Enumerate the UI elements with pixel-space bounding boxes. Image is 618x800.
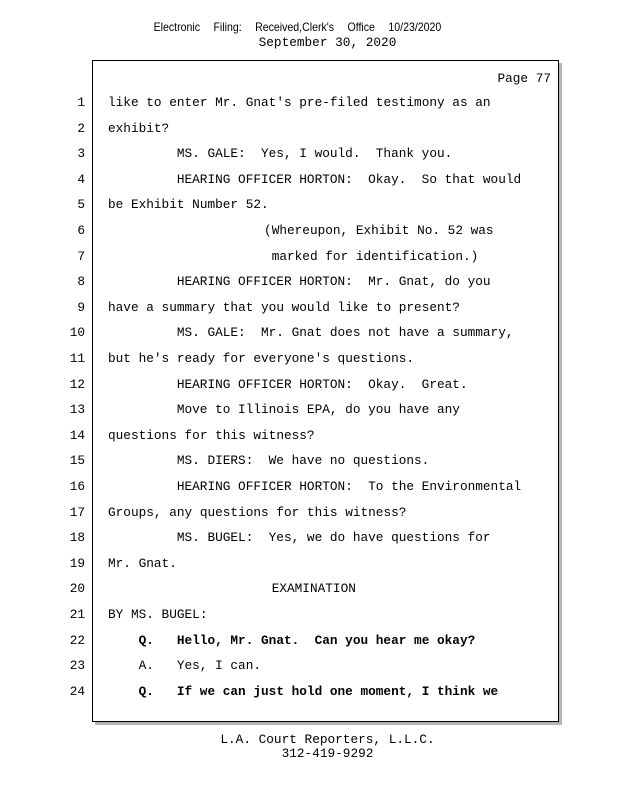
transcript-line: MS. GALE: Mr. Gnat does not have a summa…: [176, 325, 514, 341]
line-number: 14: [69, 427, 85, 443]
transcript-line: Mr. Gnat.: [108, 555, 177, 571]
line-number: 23: [69, 658, 85, 674]
transcript-line: BY MS. BUGEL:: [108, 607, 208, 622]
line-number: 5: [77, 197, 85, 213]
line-number: 9: [77, 299, 85, 315]
line-number: 7: [77, 248, 85, 264]
page-number: Page 77: [497, 71, 551, 86]
transcript-line: questions for this witness?: [108, 427, 315, 443]
transcript-line: (Whereupon, Exhibit No. 52 was: [264, 223, 494, 238]
transcript-line: MS. BUGEL: Yes, we do have questions for: [176, 530, 491, 546]
line-number: 20: [69, 581, 85, 597]
line-number: 16: [69, 479, 85, 494]
line-number: 6: [77, 223, 85, 238]
transcript-line: HEARING OFFICER HORTON: To the Environme…: [176, 479, 522, 494]
line-number: 21: [69, 607, 85, 622]
transcript-line: HEARING OFFICER HORTON: Okay. Great.: [176, 376, 468, 392]
transcript-line: MS. GALE: Yes, I would. Thank you.: [176, 146, 453, 162]
line-number: 17: [69, 504, 85, 520]
transcript-line: EXAMINATION: [271, 581, 356, 597]
transcript-line: have a summary that you would like to pr…: [108, 299, 460, 315]
line-number: 2: [77, 120, 85, 136]
footer-phone: 312-419-9292: [281, 746, 374, 761]
transcript-line: marked for identification.): [271, 248, 479, 264]
footer-company: L.A. Court Reporters, L.L.C.: [220, 732, 435, 747]
line-number: 24: [69, 683, 85, 699]
line-number: 4: [77, 171, 85, 187]
electronic-filing-stamp: Electronic Filing: Received,Clerk's Offi…: [153, 20, 442, 34]
transcript-page-frame: [92, 60, 559, 722]
line-number: 11: [69, 351, 85, 366]
transcript-line: Groups, any questions for this witness?: [108, 504, 407, 520]
transcript-line: MS. DIERS: We have no questions.: [176, 453, 430, 469]
line-number: 1: [77, 95, 85, 110]
transcript-line: Q. If we can just hold one moment, I thi…: [138, 683, 499, 699]
transcript-line: HEARING OFFICER HORTON: Mr. Gnat, do you: [176, 274, 491, 290]
header-date: September 30, 2020: [258, 35, 397, 50]
transcript-line: be Exhibit Number 52.: [108, 197, 269, 213]
transcript-line: exhibit?: [108, 120, 170, 136]
transcript-line: A. Yes, I can.: [138, 658, 262, 674]
line-number: 10: [69, 325, 85, 341]
transcript-line: HEARING OFFICER HORTON: Okay. So that wo…: [176, 171, 522, 187]
transcript-line: Q. Hello, Mr. Gnat. Can you hear me okay…: [138, 632, 476, 648]
line-number: 15: [69, 453, 85, 469]
line-number: 19: [69, 555, 85, 571]
transcript-line: Move to Illinois EPA, do you have any: [176, 402, 460, 418]
transcript-line: but he's ready for everyone's questions.: [108, 351, 415, 366]
line-number: 13: [69, 402, 85, 418]
line-number: 8: [77, 274, 85, 290]
line-number: 18: [69, 530, 85, 546]
line-number: 12: [69, 376, 85, 392]
transcript-line: like to enter Mr. Gnat's pre-filed testi…: [108, 95, 491, 110]
line-number: 3: [77, 146, 85, 162]
line-number: 22: [69, 632, 85, 648]
